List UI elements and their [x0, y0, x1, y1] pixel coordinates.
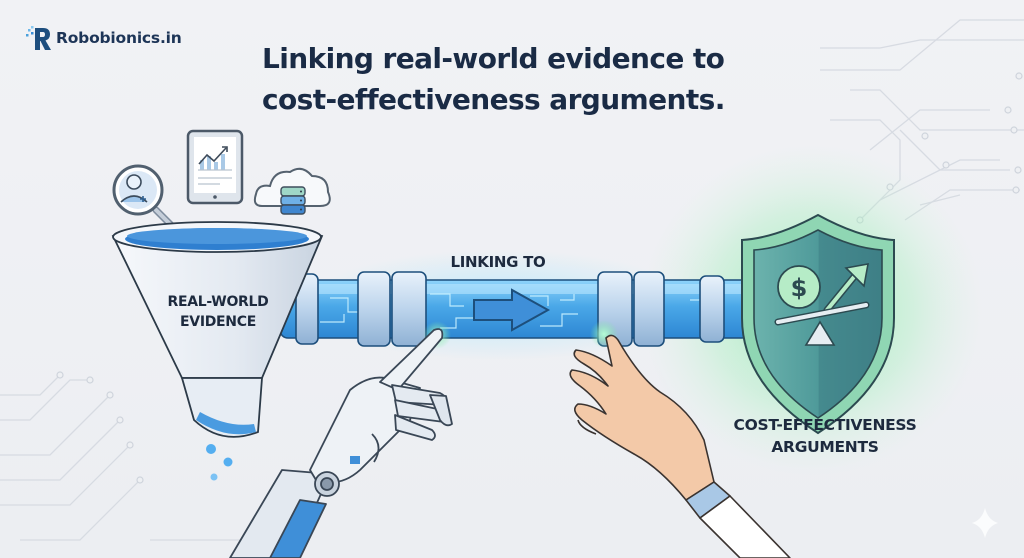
sparkle-icon [972, 508, 998, 538]
brand-logo[interactable]: Robobionics.in [26, 24, 182, 52]
human-hand [569, 334, 791, 558]
trend-up-arrow-icon [823, 263, 869, 314]
title-line-1: Linking real-world evidence to [262, 42, 725, 75]
svg-text:$: $ [791, 274, 808, 302]
cost-label-line-1: COST-EFFECTIVENESS [733, 416, 917, 434]
rwe-label-line-1: REAL-WORLD [167, 294, 269, 310]
dollar-coin-icon: $ [777, 265, 821, 309]
balance-scale-icon [774, 301, 870, 346]
robobionics-logo-icon [26, 26, 51, 50]
cloud-database-icon [253, 167, 331, 215]
shield: $ [741, 213, 895, 435]
rwe-label-line-2: EVIDENCE [180, 314, 256, 330]
robotic-hand [229, 328, 453, 558]
page-title: Linking real-world evidence to cost-effe… [262, 38, 782, 120]
tablet-chart-icon [186, 129, 244, 205]
cost-effectiveness-label: COST-EFFECTIVENESS ARGUMENTS [710, 414, 940, 458]
linking-to-label: LINKING TO [450, 253, 546, 271]
funnel [111, 221, 324, 481]
arrow-right-icon [473, 288, 551, 332]
title-line-2: cost-effectiveness arguments. [262, 83, 725, 116]
brand-name: Robobionics.in [56, 29, 182, 47]
real-world-evidence-label: REAL-WORLD EVIDENCE [148, 292, 288, 332]
cost-label-line-2: ARGUMENTS [771, 438, 879, 456]
linking-pipe [279, 271, 751, 347]
